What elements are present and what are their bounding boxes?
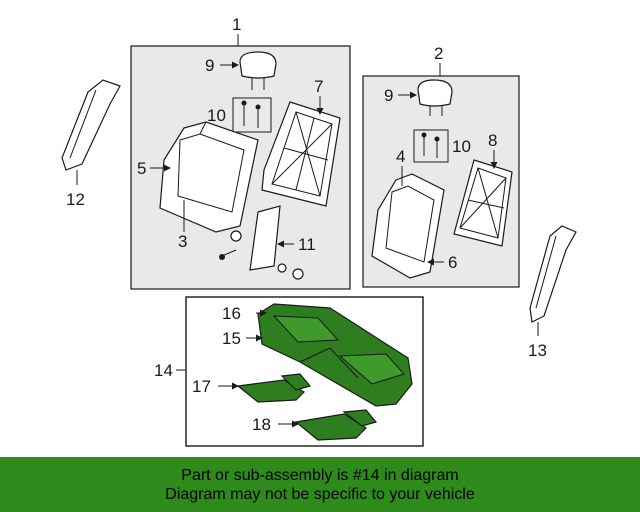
part-10-bolt-box-right [413, 129, 449, 163]
part-12-side-bolster [61, 79, 121, 185]
callout-11: 11 [298, 235, 316, 254]
part-10-bolts-right [421, 132, 440, 158]
part-9-headrest-right [417, 79, 453, 116]
part-10-bolt-box-left [232, 97, 272, 133]
callout-2: 2 [434, 44, 443, 63]
part-4-seat-back-right [371, 173, 445, 279]
callout-17: 17 [192, 377, 211, 396]
part-15-seat-cushion [257, 303, 413, 407]
info-banner: Part or sub-assembly is #14 in diagram D… [0, 457, 640, 512]
callout-4: 4 [396, 147, 405, 166]
part-9-headrest-left [239, 51, 277, 90]
banner-line-2: Diagram may not be specific to your vehi… [165, 485, 475, 503]
callout-13: 13 [528, 341, 547, 360]
part-13-side-bolster [529, 225, 577, 336]
banner-line-1: Part or sub-assembly is #14 in diagram [181, 466, 459, 484]
callout-9-right: 9 [384, 86, 393, 105]
callout-18: 18 [252, 415, 271, 434]
callout-7: 7 [314, 77, 323, 96]
part-17-cushion-pad [236, 373, 312, 403]
part-8-frame-right [453, 159, 513, 247]
part-11-panel [219, 205, 304, 280]
part-10-bolts-left [241, 100, 261, 128]
callout-9-left: 9 [205, 56, 214, 75]
callout-8: 8 [488, 131, 497, 150]
callout-14: 14 [154, 361, 173, 380]
callout-1: 1 [232, 15, 241, 34]
part-7-frame-left [261, 101, 341, 207]
callout-15: 15 [222, 329, 241, 348]
callout-6: 6 [448, 253, 457, 272]
callout-5: 5 [137, 159, 146, 178]
callout-10-left: 10 [207, 106, 226, 125]
part-18-cushion-pad [294, 409, 378, 441]
callout-10-right: 10 [452, 137, 471, 156]
callout-12: 12 [66, 190, 85, 209]
callout-3: 3 [178, 232, 187, 251]
callout-16: 16 [222, 304, 241, 323]
diagram-canvas: 1 2 12 13 9 10 5 3 [61, 15, 577, 447]
